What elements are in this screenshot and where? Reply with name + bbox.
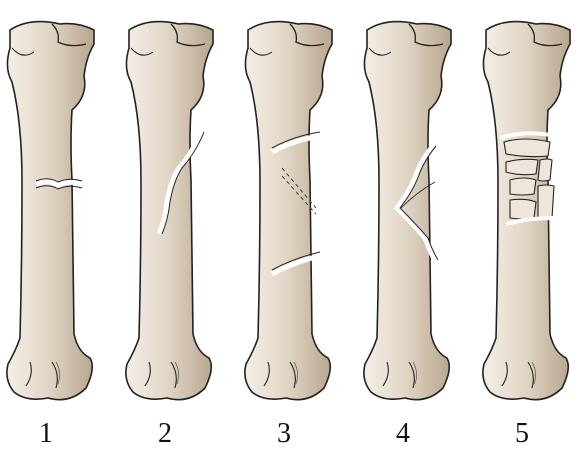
bone-4-butterfly-fracture	[364, 22, 451, 400]
bone-2-oblique-fracture	[126, 22, 213, 400]
label-bone-3: 3	[264, 420, 304, 448]
label-bone-4: 4	[383, 420, 423, 448]
label-bone-5: 5	[502, 420, 542, 448]
bone-5-comminuted-fracture	[483, 22, 570, 400]
bone-3-segmental-fracture	[245, 22, 332, 400]
bone-1-transverse-fracture	[7, 22, 94, 400]
label-bone-2: 2	[145, 420, 185, 448]
label-bone-1: 1	[26, 420, 66, 448]
